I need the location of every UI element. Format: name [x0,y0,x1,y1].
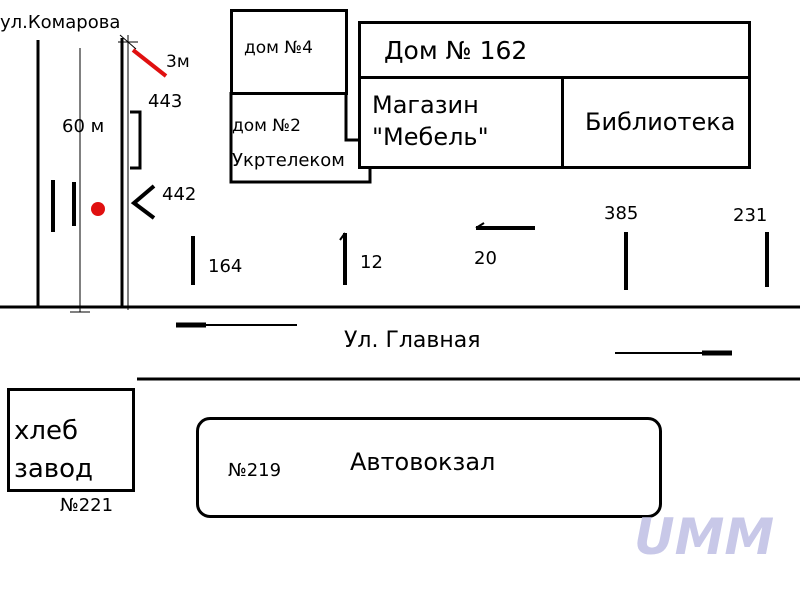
street-komarova-label: ул.Комарова [0,12,121,33]
bakery-label-line2: завод [14,454,93,484]
building-bakery [7,388,135,492]
measure-tick-cross [119,34,137,50]
label-164: 164 [208,256,243,277]
location-marker [91,202,105,216]
bakery-number: №221 [60,495,114,516]
dom4-label: дом №4 [244,38,313,58]
bakery-label-line1: хлеб [14,416,79,446]
dom162-label: Дом № 162 [384,36,528,65]
building-mebel-store [358,76,564,169]
watermark: UMM [634,508,775,566]
label-442: 442 [162,184,197,205]
building-library [561,76,751,169]
building-dom4 [230,9,348,95]
mebel-label-line1: Магазин [372,91,479,119]
mebel-label-line2: "Мебель" [372,123,489,151]
bus-station-label: Автовокзал [350,448,496,476]
measure-3m: 3м [166,52,190,72]
label-20: 20 [474,248,497,269]
mark-20-tip [475,222,485,229]
label-12: 12 [360,252,383,273]
mark-12-tip [339,232,346,241]
ukrtelecom-label: Укртелеком [232,150,345,171]
measure-60m: 60 м [62,116,105,137]
street-glavnaya-label: Ул. Главная [344,328,481,353]
chevron-left-icon [130,184,156,220]
label-443: 443 [148,91,183,112]
library-label: Библиотека [585,108,736,136]
red-segment-3m [131,48,168,78]
label-231: 231 [733,205,768,226]
bracket-443 [130,110,142,170]
label-385: 385 [604,203,639,224]
bus-station-number: №219 [228,460,282,481]
dom2-label: дом №2 [232,116,301,136]
building-bus-station [196,417,662,518]
